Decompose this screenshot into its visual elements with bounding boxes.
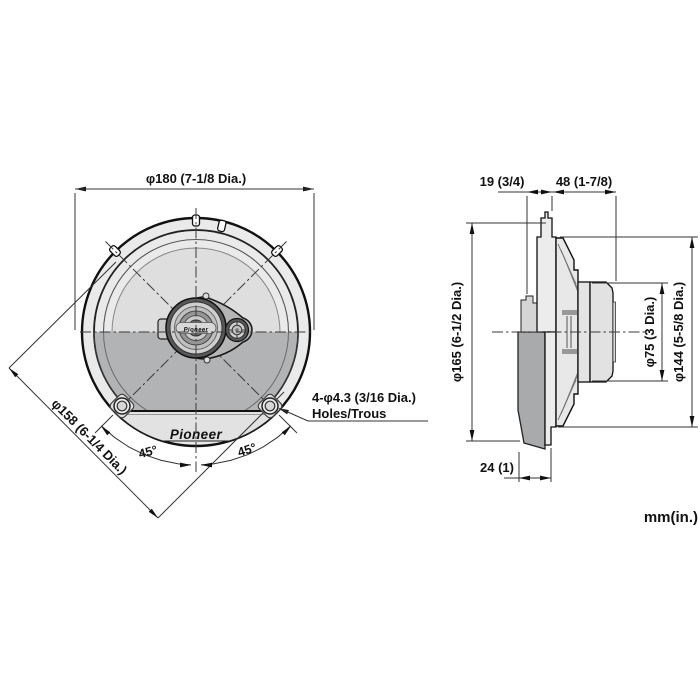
spider-bottom [562,349,580,354]
side-view: 19 (3/4) 48 (1-7/8) 24 (1) φ165 (6-1/2 D… [449,174,698,482]
dim-depth-label: 48 (1-7/8) [556,174,612,189]
side-arrowheads [469,189,695,481]
holes-note-line2: Holes/Trous [312,406,386,421]
dim-front-depth-label: 24 (1) [480,460,514,475]
dim-protrusion-label: 19 (3/4) [480,174,525,189]
dim-gasket-diameter-label: φ165 (6-1/2 Dia.) [449,282,464,382]
holes-annotation: 4-φ4.3 (3/16 Dia.) Holes/Trous [280,390,428,422]
bolt-circle-dim-line [8,367,159,519]
spider-top [562,310,580,315]
frame-diameter-dimension: φ144 (5-5/8 Dia.) [558,236,698,428]
dim-outer-diameter-label: φ180 (7-1/8 Dia.) [146,171,246,186]
units-label: mm(in.) [644,509,698,526]
depth-dimensions: 19 (3/4) 48 (1-7/8) [480,174,617,294]
angle-right-label: 45° [236,440,258,459]
tweeter-assembly: Pioneer [157,292,253,364]
mounting-hole-left [109,393,135,419]
main-centerlines [80,208,312,472]
flange-lower [544,331,557,446]
magnet-diameter-dimension: φ75 (3 Dia.) [592,282,668,382]
holes-note-line1: 4-φ4.3 (3/16 Dia.) [312,390,416,405]
gasket-section [520,295,538,333]
front-view: Pioneer [8,171,428,519]
dim-magnet-diameter-label: φ75 (3 Dia.) [642,297,657,368]
lower-half-shading [94,332,298,434]
gasket-side-profile [517,331,546,450]
right-hole-ray [278,414,298,434]
angle-arc-right [200,425,292,466]
pioneer-frame-logo: Pioneer [170,427,223,442]
cone-lines [557,243,581,421]
magnet [589,281,614,383]
dim-frame-diameter-label: φ144 (5-5/8 Dia.) [671,282,686,382]
outer-diameter-dimension: φ180 (7-1/8 Dia.) [74,171,315,330]
gasket-diameter-dimension: φ165 (6-1/2 Dia.) [449,222,546,442]
angle-arc-left [100,425,192,466]
mounting-hole-right [257,393,283,419]
angle-left-label: 45° [137,443,159,461]
bolt-tangent-line-left [8,261,117,369]
flange-upper [536,211,557,333]
left-hole-ray [94,414,114,434]
